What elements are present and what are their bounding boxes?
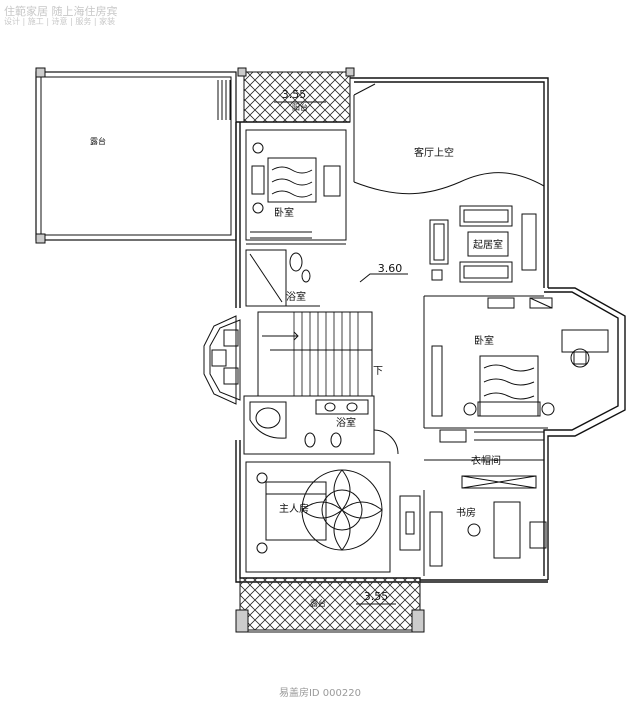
watermark-subtitle: 设计 | 施工 | 诗意 | 服务 | 家装 (4, 17, 116, 26)
master-bedroom-furniture (245, 461, 391, 573)
label-master-bedroom: 主人房 (279, 502, 309, 515)
label-bedroom-2: 卧室 (474, 334, 494, 347)
level-marker-mid (359, 273, 408, 283)
left-terrace (35, 67, 237, 244)
label-bedroom-1: 卧室 (274, 206, 294, 219)
label-bathroom-1: 浴室 (286, 290, 306, 303)
bedroom-1-walls (245, 129, 347, 245)
dim-bottom-terrace: 3.55 (364, 590, 389, 603)
label-bottom-terrace: 露台 (310, 598, 326, 608)
bottom-terrace (235, 577, 425, 633)
stair (257, 311, 373, 397)
label-study: 书房 (456, 506, 476, 519)
study-furniture (399, 490, 547, 576)
cloakroom-walls (424, 427, 548, 489)
label-left-terrace: 露台 (90, 136, 106, 146)
label-top-balcony: 阳台 (292, 102, 308, 112)
footer-caption: 易盖房ID 000220 (278, 688, 361, 699)
dim-top-balcony: 3.55 (282, 88, 307, 101)
label-family-room: 起居室 (473, 238, 503, 251)
living-void (353, 83, 545, 195)
dim-floor-level: 3.60 (378, 262, 403, 275)
label-stair-down: 下 (373, 366, 383, 377)
bathroom-2-fixtures (243, 395, 399, 455)
label-bathroom-2: 浴室 (336, 416, 356, 429)
left-bay-window (203, 315, 241, 405)
family-room-furniture (429, 205, 537, 283)
label-living-void: 客厅上空 (414, 146, 454, 159)
label-cloakroom: 衣帽间 (471, 454, 501, 467)
bedroom-2-furniture (423, 295, 609, 428)
bathroom-1-fixtures (245, 249, 320, 307)
watermark-title: 住範家居 随上海住房宾 (4, 5, 118, 18)
